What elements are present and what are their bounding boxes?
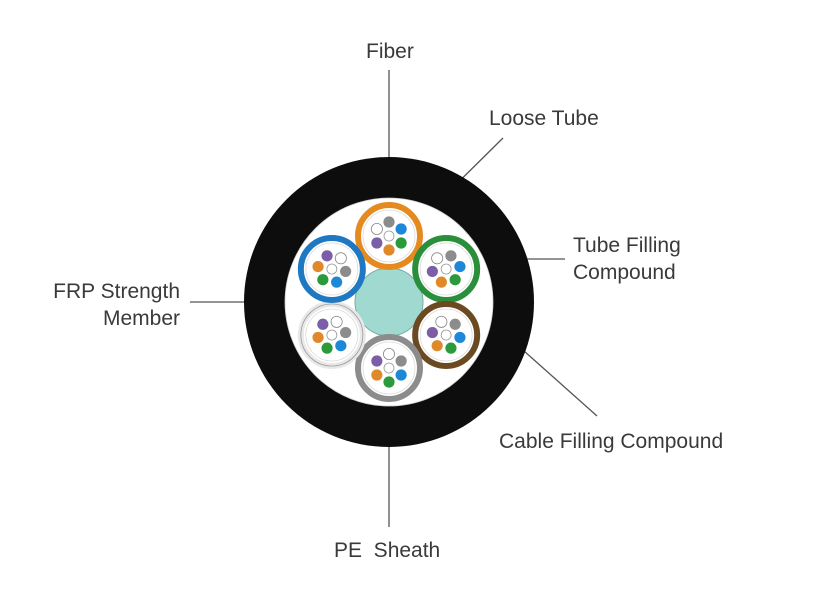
- fiber: [334, 252, 347, 265]
- fiber: [312, 331, 324, 344]
- fiber-center: [326, 329, 338, 341]
- fiber: [431, 340, 443, 352]
- fiber: [312, 260, 324, 273]
- fiber: [340, 326, 352, 339]
- tube-filling-compound-label: Tube Filling Compound: [573, 234, 681, 284]
- fiber: [426, 326, 438, 339]
- loose-tube-label: Loose Tube: [489, 107, 599, 130]
- fiber: [317, 318, 329, 330]
- fiber: [435, 276, 447, 288]
- fiber: [383, 244, 395, 256]
- fiber: [371, 369, 383, 381]
- fiber: [331, 276, 343, 288]
- fiber: [335, 340, 347, 352]
- fiber: [321, 342, 333, 354]
- pe-sheath-label: PE Sheath: [334, 539, 441, 562]
- fiber: [383, 216, 395, 228]
- fiber: [454, 260, 466, 273]
- fiber: [431, 252, 444, 265]
- fiber: [445, 250, 457, 262]
- fiber: [382, 347, 395, 360]
- fiber: [371, 237, 383, 249]
- fiber-center: [383, 230, 395, 242]
- frp-strength-member-label: FRP Strength Member: [53, 280, 180, 330]
- fiber: [340, 265, 352, 278]
- fiber: [371, 355, 383, 367]
- frp-strength-member: [354, 267, 424, 337]
- cable-cross-section: [244, 157, 534, 447]
- fiber: [395, 237, 407, 249]
- fiber: [445, 342, 457, 354]
- fiber: [383, 376, 395, 388]
- fiber: [426, 265, 438, 278]
- fiber: [449, 318, 461, 330]
- fiber-center: [440, 329, 452, 341]
- fiber-center: [326, 263, 338, 275]
- fiber: [395, 223, 407, 235]
- fiber: [370, 222, 383, 235]
- fiber-center: [440, 263, 452, 275]
- fiber: [454, 331, 466, 344]
- fiber: [330, 315, 343, 328]
- fiber: [435, 315, 448, 328]
- fiber: [449, 274, 461, 286]
- fiber-center: [383, 362, 395, 374]
- loose-tube-outline: [300, 303, 364, 367]
- cable-filling-compound-label: Cable Filling Compound: [499, 430, 724, 453]
- fiber: [317, 274, 329, 286]
- fiber: [395, 355, 407, 367]
- fiber-label: Fiber: [366, 40, 414, 63]
- fiber: [321, 250, 333, 262]
- fiber: [395, 369, 407, 381]
